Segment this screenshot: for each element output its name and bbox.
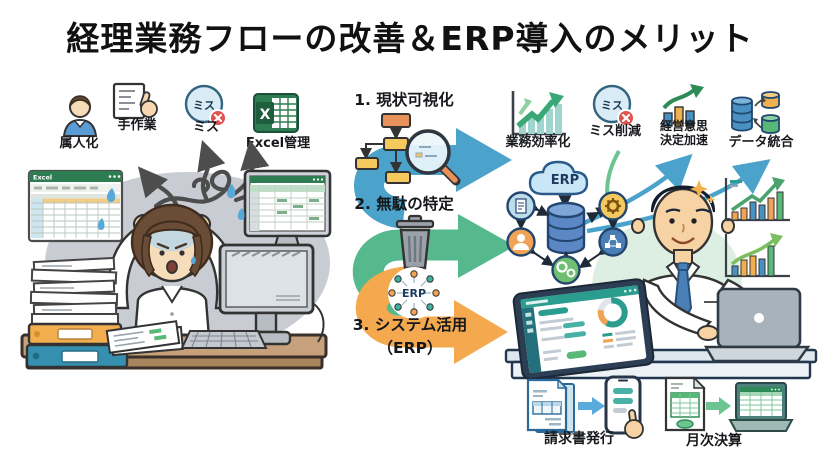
- erp-network-text: ERP: [402, 287, 426, 300]
- flowchart-magnifier-icon: [355, 113, 461, 186]
- closing-document-icon: [664, 376, 706, 432]
- sparkle-icon: [690, 180, 715, 203]
- step2-arrowhead: [458, 214, 515, 278]
- manual-work-icon: [112, 82, 158, 120]
- data-integration-icon: [731, 91, 780, 134]
- hub-network-icon: [598, 227, 628, 257]
- hub-doc-icon: [506, 191, 536, 221]
- growth-chart-2: [724, 233, 790, 278]
- pain-label-teousagyou: 手作業: [117, 118, 157, 133]
- excel-icon-letter: X: [260, 107, 271, 123]
- person-icon: [62, 95, 98, 137]
- error-circle-icon: ミス: [184, 84, 227, 127]
- hair: [650, 185, 716, 213]
- tablet-dashboard: [507, 275, 664, 390]
- sweat-drops: [97, 184, 245, 230]
- step3-arrowhead: [454, 300, 508, 364]
- growth-chart-1: [724, 177, 790, 222]
- laptop-spreadsheet-icon: [728, 382, 794, 432]
- decision-chart-icon: [662, 84, 704, 127]
- erp-database-icon: [546, 201, 586, 255]
- hub-person-icon: [506, 227, 536, 257]
- excel-icon: X: [253, 93, 299, 133]
- smile: [671, 237, 695, 245]
- pain-label-zokujinka: 属人化: [59, 136, 99, 151]
- db-green: [761, 114, 780, 134]
- error-reduction-text: ミス: [601, 99, 623, 112]
- db-blue: [731, 96, 753, 132]
- error-reduction-icon: ミス: [592, 84, 635, 127]
- error-circle-text: ミス: [193, 99, 215, 112]
- benefit-label-error: ミス削減: [588, 124, 641, 139]
- benefit-label-decision-line1: 経営意思: [659, 119, 708, 133]
- benefit-label-efficiency: 業務効率化: [505, 135, 571, 150]
- green-flow-arrow: [706, 397, 731, 415]
- erp-hub-diagram: ERP: [506, 160, 628, 285]
- erp-cloud-label: ERP: [551, 173, 579, 188]
- paper-stack: [25, 256, 129, 369]
- step1-label: 1. 現状可視化: [354, 91, 454, 109]
- erp-cloud: [528, 160, 589, 196]
- keyboard: [180, 330, 268, 349]
- hub-gears-icon: [551, 255, 581, 285]
- smartphone-icon: [604, 375, 644, 439]
- pain-label-miss: ミス: [192, 120, 219, 135]
- efficiency-chart-icon: [511, 91, 566, 136]
- step1-arrowhead: [456, 128, 512, 192]
- worried-mouth: [166, 260, 178, 274]
- papers-on-desk: [105, 320, 184, 357]
- trash-icon: [395, 214, 435, 270]
- output-label-closing: 月次決算: [686, 433, 742, 449]
- laptop-back: [703, 287, 811, 363]
- magnifier-lens: [405, 129, 451, 175]
- step2-label: 2. 無駄の特定: [354, 195, 454, 213]
- db-orange: [761, 91, 780, 109]
- page-title: 経理業務フローの改善＆ERP導入のメリット: [66, 19, 754, 58]
- benefit-label-data: データ統合: [728, 135, 794, 150]
- side-monitor: [243, 169, 332, 261]
- erp-network-icon: ERP: [388, 267, 440, 319]
- blue-flow-arrow: [578, 397, 605, 415]
- output-label-invoice: 請求書発行: [544, 431, 614, 447]
- invoice-documents-icon: [526, 378, 575, 433]
- benefit-label-decision-line2: 決定加速: [659, 132, 708, 147]
- excel-window-title: Excel: [33, 174, 52, 182]
- step3-label-line1: 3. システム活用: [352, 316, 468, 334]
- hub-gear-icon: [598, 191, 628, 221]
- step3-label-line2: （ERP）: [377, 339, 443, 357]
